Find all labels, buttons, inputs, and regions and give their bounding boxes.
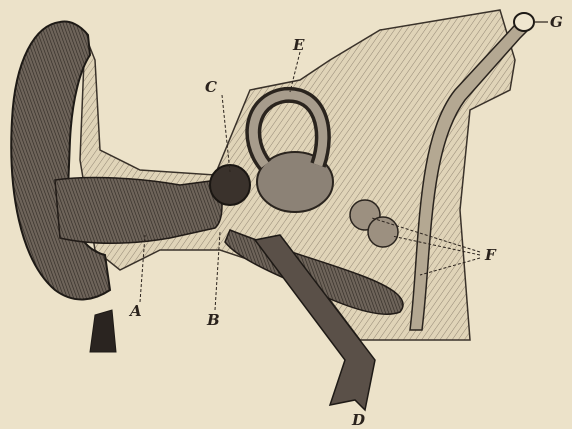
label-f: F xyxy=(484,246,497,264)
earlobe-stub xyxy=(90,310,116,352)
label-g: G xyxy=(550,13,563,31)
label-d: D xyxy=(351,411,365,429)
label-a: A xyxy=(128,302,142,320)
label-e: E xyxy=(292,36,305,54)
label-b: B xyxy=(206,311,220,329)
label-c: C xyxy=(205,78,217,96)
tube-end xyxy=(514,13,534,31)
